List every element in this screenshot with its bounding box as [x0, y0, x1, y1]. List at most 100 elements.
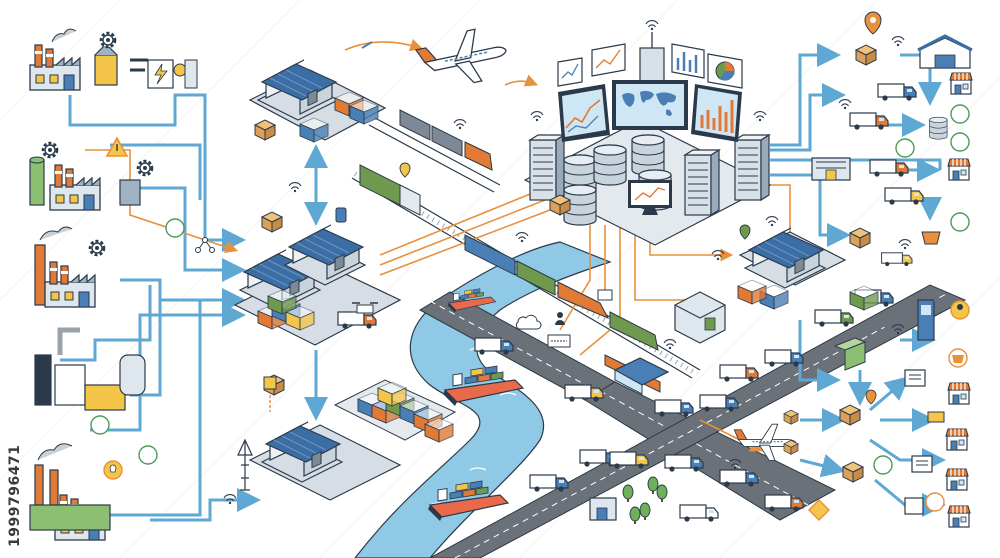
warehouse-icon [811, 157, 851, 181]
wifi-icon [891, 36, 905, 47]
wifi-icon [898, 239, 912, 250]
crane-icon [237, 438, 253, 491]
tree-icon [639, 502, 651, 521]
store-icon [947, 158, 971, 181]
line-chart-icon [591, 43, 626, 77]
stock-id-text: 1999796471 [7, 444, 23, 547]
warehouse-icon [674, 291, 726, 344]
box-icon [839, 404, 861, 426]
network-icon [138, 445, 158, 465]
gear-icon [41, 141, 59, 159]
kiosk-icon [917, 299, 935, 341]
network-icon [895, 138, 915, 158]
leaf-icon [950, 132, 970, 152]
truck-icon [877, 83, 917, 102]
user-icon [555, 312, 565, 325]
shopping-basket-icon [948, 348, 968, 368]
leaf-icon [165, 218, 185, 238]
truck-icon [884, 187, 924, 206]
world-map-icon [612, 80, 688, 130]
store-icon [950, 212, 970, 232]
box-icon [254, 119, 276, 141]
warehouse-icon [613, 357, 670, 395]
airplane-icon [413, 23, 512, 94]
truck-icon [764, 349, 804, 368]
leaf-icon [873, 455, 893, 475]
network-icon [195, 237, 215, 253]
bar-chart-icon [691, 84, 742, 142]
tree-icon [647, 476, 659, 495]
warning-icon [105, 136, 129, 157]
train-icon [399, 109, 493, 171]
box-icon [549, 194, 571, 216]
wifi-icon [753, 111, 767, 122]
line-chart-icon [628, 180, 672, 215]
container-stack [737, 279, 879, 311]
box-icon [263, 376, 277, 390]
location-pin-icon [739, 224, 751, 240]
gear-icon [88, 239, 106, 257]
factory-3 [34, 226, 96, 308]
tree-icon [629, 506, 641, 525]
register-icon [911, 455, 933, 473]
store-icon [947, 382, 971, 405]
leaf-icon [90, 415, 110, 435]
cloud-icon [515, 314, 542, 330]
bar-chart-icon [671, 43, 705, 79]
truck-icon [547, 334, 571, 348]
truck-icon [849, 112, 889, 131]
train-icon [464, 234, 659, 351]
truck-icon [814, 309, 854, 328]
factory-1 [29, 28, 118, 91]
box-icon [261, 211, 283, 233]
tree-icon [622, 484, 634, 503]
location-pin-icon [864, 11, 882, 35]
wifi-icon [645, 20, 659, 31]
box-icon [842, 461, 864, 483]
wifi-icon [663, 339, 677, 350]
truck-icon [881, 252, 913, 267]
warehouse-icon [917, 34, 973, 69]
highway-main [418, 291, 837, 521]
register-icon [904, 497, 924, 515]
store-icon [945, 428, 969, 451]
line-chart-icon [557, 57, 583, 87]
factory-5 [29, 443, 111, 541]
wifi-icon [515, 232, 529, 243]
truck-icon [529, 474, 569, 493]
box-icon [855, 44, 877, 66]
user-icon [950, 300, 970, 320]
tree-icon [656, 484, 668, 503]
truck-icon [679, 504, 719, 523]
truck-icon [474, 337, 514, 356]
factory-2 [29, 156, 141, 211]
location-pin-icon [865, 389, 877, 405]
truck-icon [927, 411, 945, 423]
highway-cross [429, 284, 967, 558]
location-pin-icon [399, 162, 411, 178]
wifi-icon [838, 99, 852, 110]
truck-icon [597, 289, 613, 301]
truck-icon [719, 364, 759, 383]
box-icon [783, 439, 799, 455]
wifi-icon [530, 111, 544, 122]
truck-icon [337, 311, 377, 330]
store-icon [945, 468, 969, 491]
warning-icon [808, 499, 830, 521]
wifi-icon [288, 182, 302, 193]
line-chart-icon [558, 84, 610, 142]
gear-icon [136, 159, 154, 177]
wifi-icon [765, 216, 779, 227]
pie-chart-icon [707, 53, 743, 89]
airplane-icon [361, 41, 373, 49]
factory-4 [34, 327, 146, 411]
store-icon [949, 72, 973, 95]
wifi-icon [453, 119, 467, 130]
box-icon [783, 409, 799, 425]
store-icon [925, 492, 945, 512]
lightbulb-icon [103, 460, 123, 480]
box-icon [833, 337, 867, 371]
gear-icon [99, 31, 117, 49]
box-icon [849, 227, 871, 249]
